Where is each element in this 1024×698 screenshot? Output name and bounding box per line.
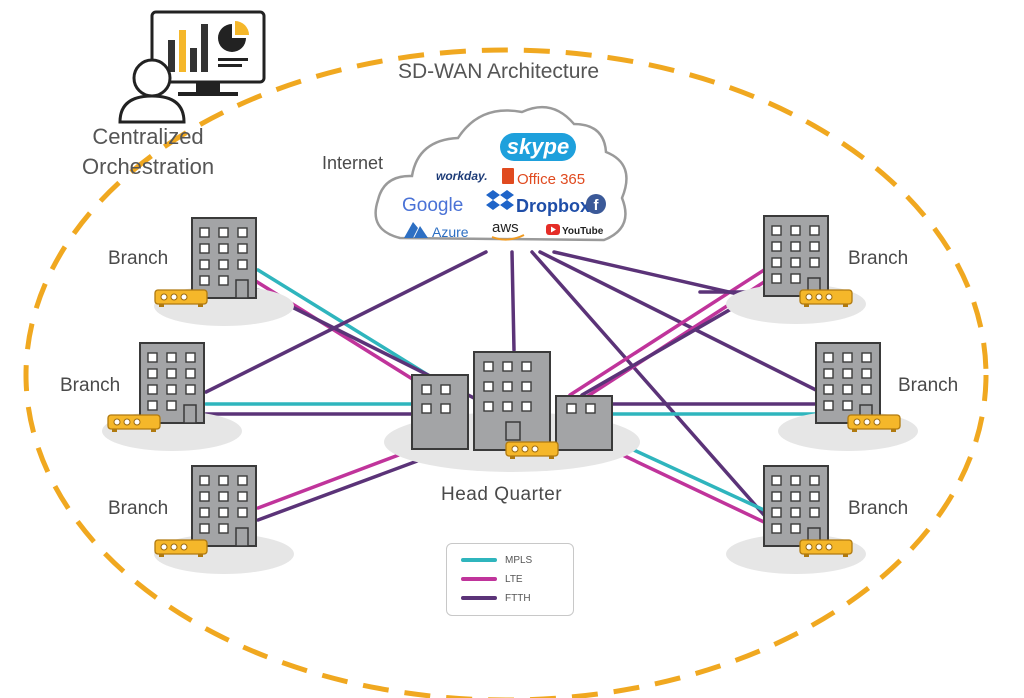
legend-item-lte: LTE (461, 572, 523, 586)
aws-logo: aws (491, 219, 525, 241)
legend-swatch-ftth (461, 596, 497, 600)
ftth-link (530, 250, 766, 517)
svg-text:Office 365: Office 365 (517, 171, 585, 188)
cloud-logos: skype workday. Office 365 Google Dropbox… (402, 133, 606, 241)
dropbox-logo: Dropbox (486, 190, 590, 216)
azure-logo: Azure (404, 222, 469, 240)
branch-building-right-mid (778, 343, 918, 451)
legend: MPLS LTE FTTH (446, 543, 574, 616)
ftth-link (538, 250, 818, 392)
branch-building-left-top (154, 218, 294, 326)
diagram-title: SD-WAN Architecture (398, 60, 600, 83)
orchestration-label: Centralized Orchestration (82, 122, 214, 182)
mpls-link (610, 438, 766, 512)
hq-router (505, 441, 559, 460)
orchestration-icon (118, 10, 266, 124)
skype-logo: skype (500, 133, 576, 161)
internet-label: Internet (322, 153, 384, 173)
ftth-link (552, 250, 766, 302)
head-quarter-label: Head Quarter (441, 484, 563, 505)
legend-label: MPLS (505, 554, 533, 566)
network-boundary (23, 47, 989, 698)
lte-link (256, 448, 414, 510)
youtube-logo: YouTube (546, 224, 604, 237)
legend-item-mpls: MPLS (461, 553, 532, 567)
branch-label-right-top: Branch (848, 248, 909, 269)
legend-label: FTTH (505, 592, 531, 604)
branch-label-left-mid: Branch (60, 375, 121, 396)
google-logo: Google (402, 195, 463, 216)
branch-building-right-bot (726, 466, 866, 574)
legend-item-ftth: FTTH (461, 591, 531, 605)
lte-link (610, 448, 766, 524)
branch-label-left-bot: Branch (108, 498, 169, 519)
branch-building-left-mid (102, 343, 242, 451)
svg-text:aws: aws (492, 219, 519, 236)
branch-label-right-bot: Branch (848, 498, 909, 519)
legend-label: LTE (505, 573, 523, 585)
orchestration-line2: Orchestration (82, 154, 215, 179)
svg-text:f: f (594, 197, 600, 214)
facebook-logo: f (586, 194, 606, 214)
branch-building-left-bot (154, 466, 294, 574)
head-quarter-building (411, 351, 613, 451)
orchestration-line1: Centralized (92, 124, 204, 149)
ftth-link (256, 288, 516, 420)
branch-label-right-mid: Branch (898, 375, 959, 396)
legend-swatch-mpls (461, 558, 497, 562)
svg-text:YouTube: YouTube (562, 226, 604, 237)
office365-logo: Office 365 (502, 168, 585, 188)
branch-building-right-top (726, 216, 866, 324)
ftth-link (510, 250, 516, 352)
ftth-link (204, 250, 488, 394)
legend-swatch-lte (461, 577, 497, 581)
branch-label-left-top: Branch (108, 248, 169, 269)
lte-link (568, 268, 766, 397)
workday-logo: workday. (436, 169, 488, 183)
connections (204, 250, 818, 524)
svg-text:Dropbox: Dropbox (516, 196, 590, 216)
ftth-link (256, 458, 422, 522)
svg-text:Azure: Azure (432, 224, 469, 240)
svg-text:skype: skype (507, 134, 569, 159)
